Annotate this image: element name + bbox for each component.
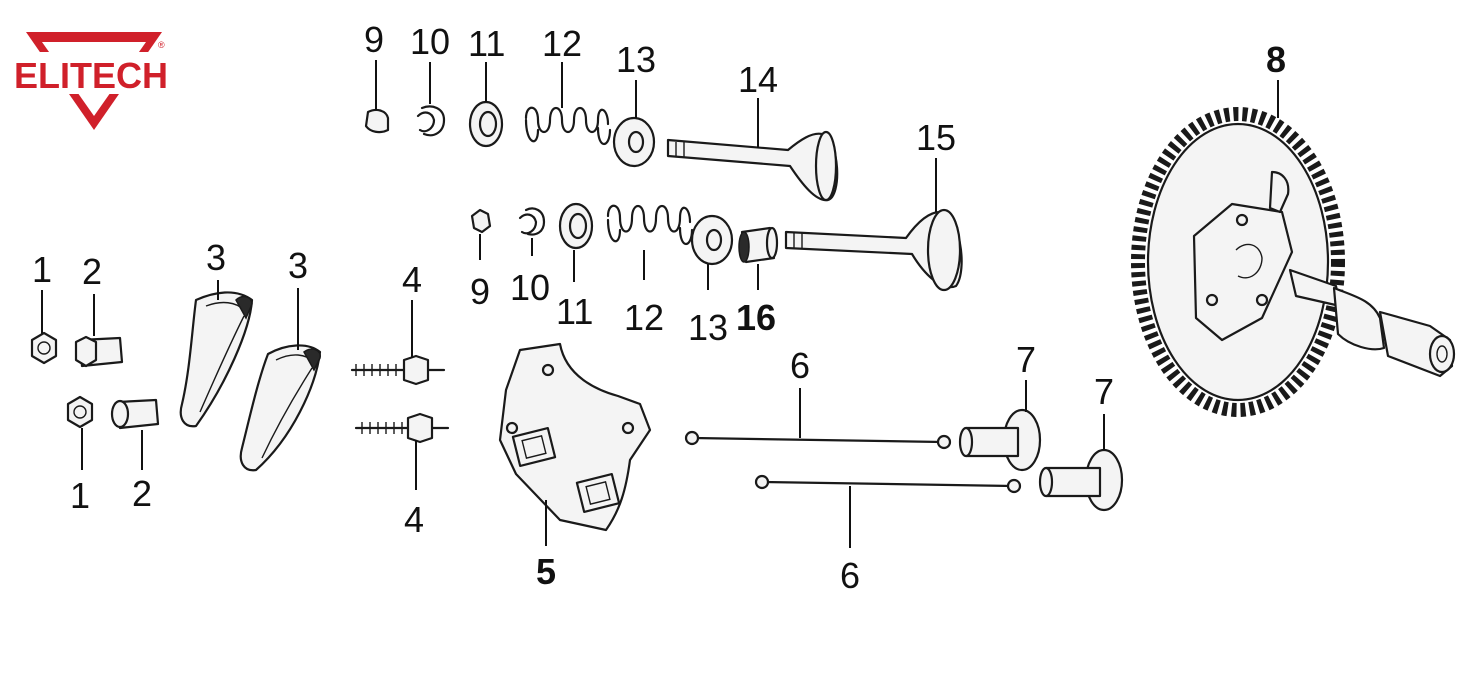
part-6-push-rod-top (684, 430, 952, 450)
part-12-valve-spring-top (524, 106, 612, 146)
label-part-7-left: 7 (1016, 339, 1036, 380)
label-part-10-bottom: 10 (510, 267, 550, 308)
part-1-nut-top (30, 331, 58, 365)
logo-registered-mark: ® (158, 40, 165, 50)
part-13-spring-seat-top (612, 116, 656, 168)
label-part-2-bottom: 2 (132, 473, 152, 514)
label-part-9-top: 9 (364, 19, 384, 60)
part-15-intake-valve (784, 208, 963, 292)
part-16-valve-seal (738, 226, 779, 264)
leader-lines (41, 60, 1279, 548)
label-part-13-top: 13 (616, 39, 656, 80)
label-part-4-bottom: 4 (404, 499, 424, 540)
label-part-6-top: 6 (790, 345, 810, 386)
label-part-7-right: 7 (1094, 371, 1114, 412)
label-part-1-top: 1 (32, 249, 52, 290)
label-part-2-top: 2 (82, 251, 102, 292)
label-part-11-bottom: 11 (556, 291, 593, 332)
label-part-11-top: 11 (468, 23, 505, 64)
part-12-valve-spring-bottom (606, 204, 694, 246)
label-part-9-bottom: 9 (470, 271, 490, 312)
label-part-8: 8 (1266, 39, 1286, 80)
part-number-labels: 1 2 1 2 3 3 4 4 5 6 6 7 7 8 9 10 11 12 1… (32, 19, 1286, 596)
label-part-14: 14 (738, 59, 778, 100)
part-9-valve-cap-bottom (470, 208, 492, 234)
part-4-stud-top (350, 354, 446, 386)
part-3-rocker-arm-right (239, 344, 322, 472)
elitech-logo: ELITECH ® (10, 32, 168, 130)
part-8-camshaft-gear (1131, 107, 1456, 417)
part-2-sleeve-top (74, 335, 124, 368)
part-7-tappet-right (1038, 448, 1124, 512)
label-part-3-left: 3 (206, 237, 226, 278)
label-part-16: 16 (736, 297, 776, 338)
label-part-3-right: 3 (288, 245, 308, 286)
part-4-stud-bottom (354, 412, 450, 444)
label-part-12-top: 12 (542, 23, 582, 64)
label-part-13-bottom: 13 (688, 307, 728, 348)
part-11-spring-retainer-bottom (558, 202, 594, 250)
part-2-sleeve-bottom (110, 398, 160, 430)
part-10-valve-keeper-top (416, 105, 446, 137)
label-part-4-top: 4 (402, 259, 422, 300)
part-14-exhaust-valve (666, 130, 839, 202)
logo-wordmark: ELITECH (14, 55, 168, 96)
label-part-15: 15 (916, 117, 956, 158)
part-6-push-rod-bottom (754, 474, 1022, 494)
part-5-guide-plate (498, 342, 652, 532)
part-13-spring-seat-bottom (690, 214, 734, 266)
label-part-10-top: 10 (410, 21, 450, 62)
part-10-valve-keeper-bottom (518, 207, 546, 236)
label-part-1-bottom: 1 (70, 475, 90, 516)
label-part-12-bottom: 12 (624, 297, 664, 338)
part-3-rocker-arm-left (179, 291, 254, 428)
part-7-tappet-left (958, 408, 1042, 472)
part-11-spring-retainer-top (468, 100, 504, 148)
label-part-5: 5 (536, 551, 556, 592)
label-part-6-bottom: 6 (840, 555, 860, 596)
part-1-nut-bottom (66, 395, 94, 429)
part-9-valve-cap-top (364, 108, 390, 134)
